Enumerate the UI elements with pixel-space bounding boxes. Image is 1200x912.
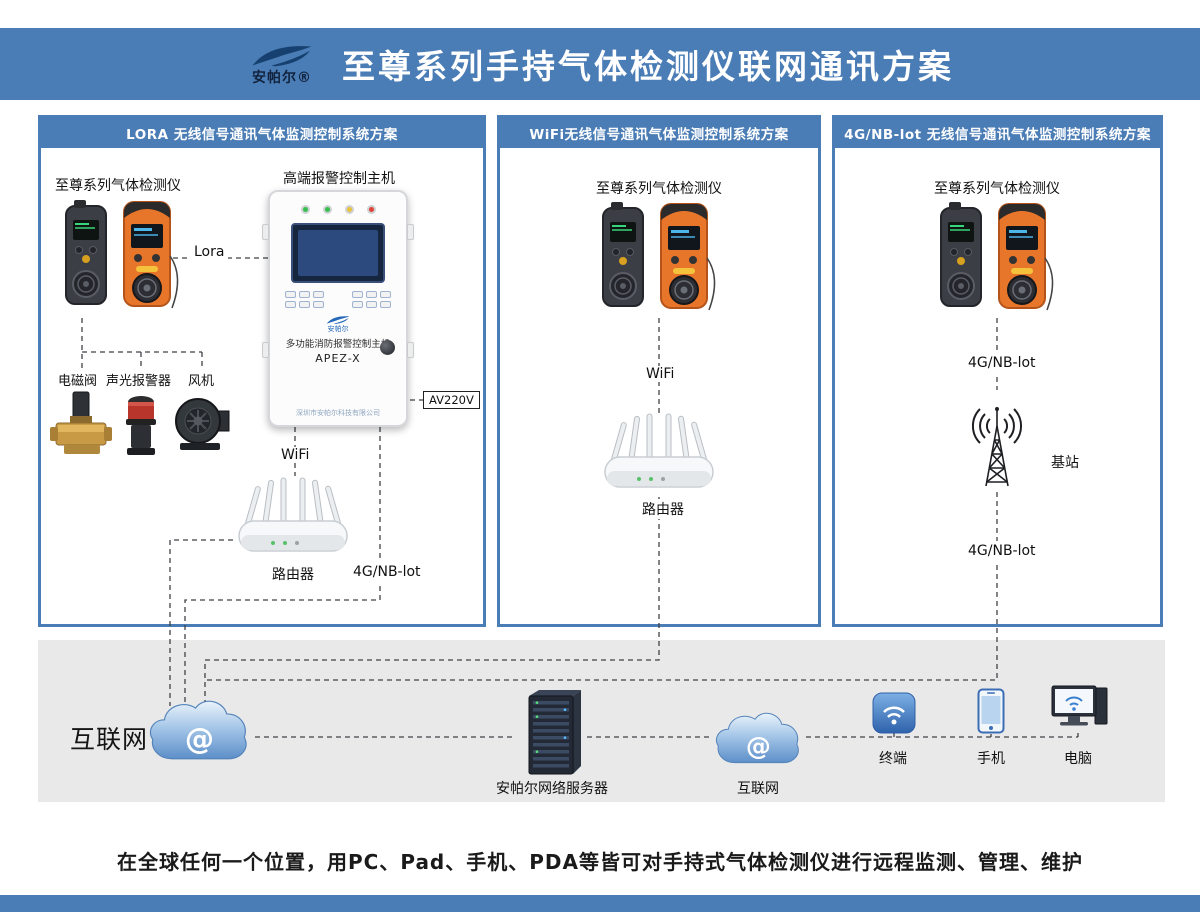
host-mount-ear xyxy=(262,224,269,240)
host-keypad xyxy=(270,291,406,308)
host-brand-text: 安帕尔 xyxy=(327,325,349,333)
host-key xyxy=(313,301,324,308)
p2-wifi-label: WiFi xyxy=(642,366,679,382)
sound-light-alarm-icon xyxy=(120,392,162,460)
gas-detector-icon xyxy=(52,196,192,316)
phone-label: 手机 xyxy=(977,751,1005,767)
panel-4g-title: 4G/NB-lot 无线信号通讯气体监测控制系统方案 xyxy=(835,118,1160,148)
host-key xyxy=(380,291,391,298)
p3-detectors-label: 至尊系列气体检测仪 xyxy=(934,181,1060,197)
pc-label: 电脑 xyxy=(1064,751,1092,767)
host-key xyxy=(299,291,310,298)
terminal-label: 终端 xyxy=(879,751,907,767)
led-run xyxy=(322,205,332,214)
gas-detector-icon xyxy=(589,198,729,318)
host-key xyxy=(352,301,363,308)
alarm-control-host: 安帕尔 多功能消防报警控制主机 APEZ-X 深圳市安帕尔科技有限公司 xyxy=(262,190,414,427)
gas-detector-icon xyxy=(927,198,1067,318)
host-mount-ear xyxy=(262,342,269,358)
p1-host-label: 高端报警控制主机 xyxy=(283,171,395,187)
computer-icon xyxy=(1050,684,1110,736)
panel-wifi-title: WiFi无线信号通讯气体监测控制系统方案 xyxy=(500,118,818,148)
fan-blower-icon xyxy=(172,393,232,455)
p1-valve-label: 电磁阀 xyxy=(58,374,98,389)
router-icon xyxy=(233,477,353,561)
p3-station-label: 基站 xyxy=(1051,455,1079,471)
p1-router-label: 路由器 xyxy=(272,567,314,583)
p3-cell-label-top: 4G/NB-lot xyxy=(964,355,1040,371)
host-brand: 安帕尔 xyxy=(270,315,406,333)
host-speaker xyxy=(380,340,395,355)
at-symbol: @ xyxy=(185,722,214,756)
host-key xyxy=(299,301,310,308)
router-icon xyxy=(599,413,719,497)
host-key xyxy=(380,301,391,308)
host-key xyxy=(285,291,296,298)
p1-lora-link-label: Lora xyxy=(190,244,229,260)
host-key xyxy=(285,301,296,308)
p1-alarm-label: 声光报警器 xyxy=(106,374,172,389)
p2-router-label: 路由器 xyxy=(638,499,688,519)
led-power xyxy=(300,205,310,214)
internet-cloud-icon: @ xyxy=(710,702,806,774)
phone-icon xyxy=(977,688,1005,734)
server-icon xyxy=(515,690,587,776)
host-key xyxy=(366,301,377,308)
terminal-icon xyxy=(872,692,916,734)
p1-fan-label: 风机 xyxy=(188,374,215,389)
p1-cell-label: 4G/NB-lot xyxy=(349,564,425,580)
panel-lora-title: LORA 无线信号通讯气体监测控制系统方案 xyxy=(41,118,483,148)
internet-text: 互联网 xyxy=(70,725,149,754)
host-model: APEZ-X xyxy=(315,352,361,365)
led-fault xyxy=(344,205,354,214)
logo-swoosh-icon xyxy=(326,316,350,324)
host-company: 深圳市安帕尔科技有限公司 xyxy=(296,409,380,417)
host-screen xyxy=(291,223,385,283)
logo-swoosh-icon xyxy=(252,46,312,67)
host-key xyxy=(366,291,377,298)
host-indicator-leds xyxy=(270,205,406,214)
host-mount-ear xyxy=(407,342,414,358)
solenoid-valve-icon xyxy=(50,390,112,462)
host-mount-ear xyxy=(407,224,414,240)
brand-logo: 安帕尔® xyxy=(246,43,318,85)
base-station-antenna-icon xyxy=(952,388,1042,493)
brand-reg-mark: ® xyxy=(297,70,312,86)
internet-cloud-icon: @ xyxy=(143,688,255,772)
at-symbol: @ xyxy=(746,731,771,760)
p3-cell-label-bottom: 4G/NB-lot xyxy=(964,543,1040,559)
p1-wifi-label: WiFi xyxy=(277,447,314,463)
host-product-name: 多功能消防报警控制主机 xyxy=(285,339,391,350)
header-bar: 安帕尔® 至尊系列手持气体检测仪联网通讯方案 xyxy=(0,28,1200,100)
page-title: 至尊系列手持气体检测仪联网通讯方案 xyxy=(342,47,954,86)
p2-detectors-label: 至尊系列气体检测仪 xyxy=(596,181,722,197)
brand-name: 安帕尔 xyxy=(252,70,297,86)
led-alarm xyxy=(366,205,376,214)
host-key xyxy=(313,291,324,298)
power-supply-label: AV220V xyxy=(423,391,480,409)
bottom-caption: 在全球任何一个位置，用PC、Pad、手机、PDA等皆可对手持式气体检测仪进行远程… xyxy=(116,850,1083,874)
internet2-label: 互联网 xyxy=(737,781,779,797)
server-label: 安帕尔网络服务器 xyxy=(496,781,608,797)
p1-detectors-label: 至尊系列气体检测仪 xyxy=(55,178,181,194)
host-key xyxy=(352,291,363,298)
footer-bar xyxy=(0,895,1200,912)
